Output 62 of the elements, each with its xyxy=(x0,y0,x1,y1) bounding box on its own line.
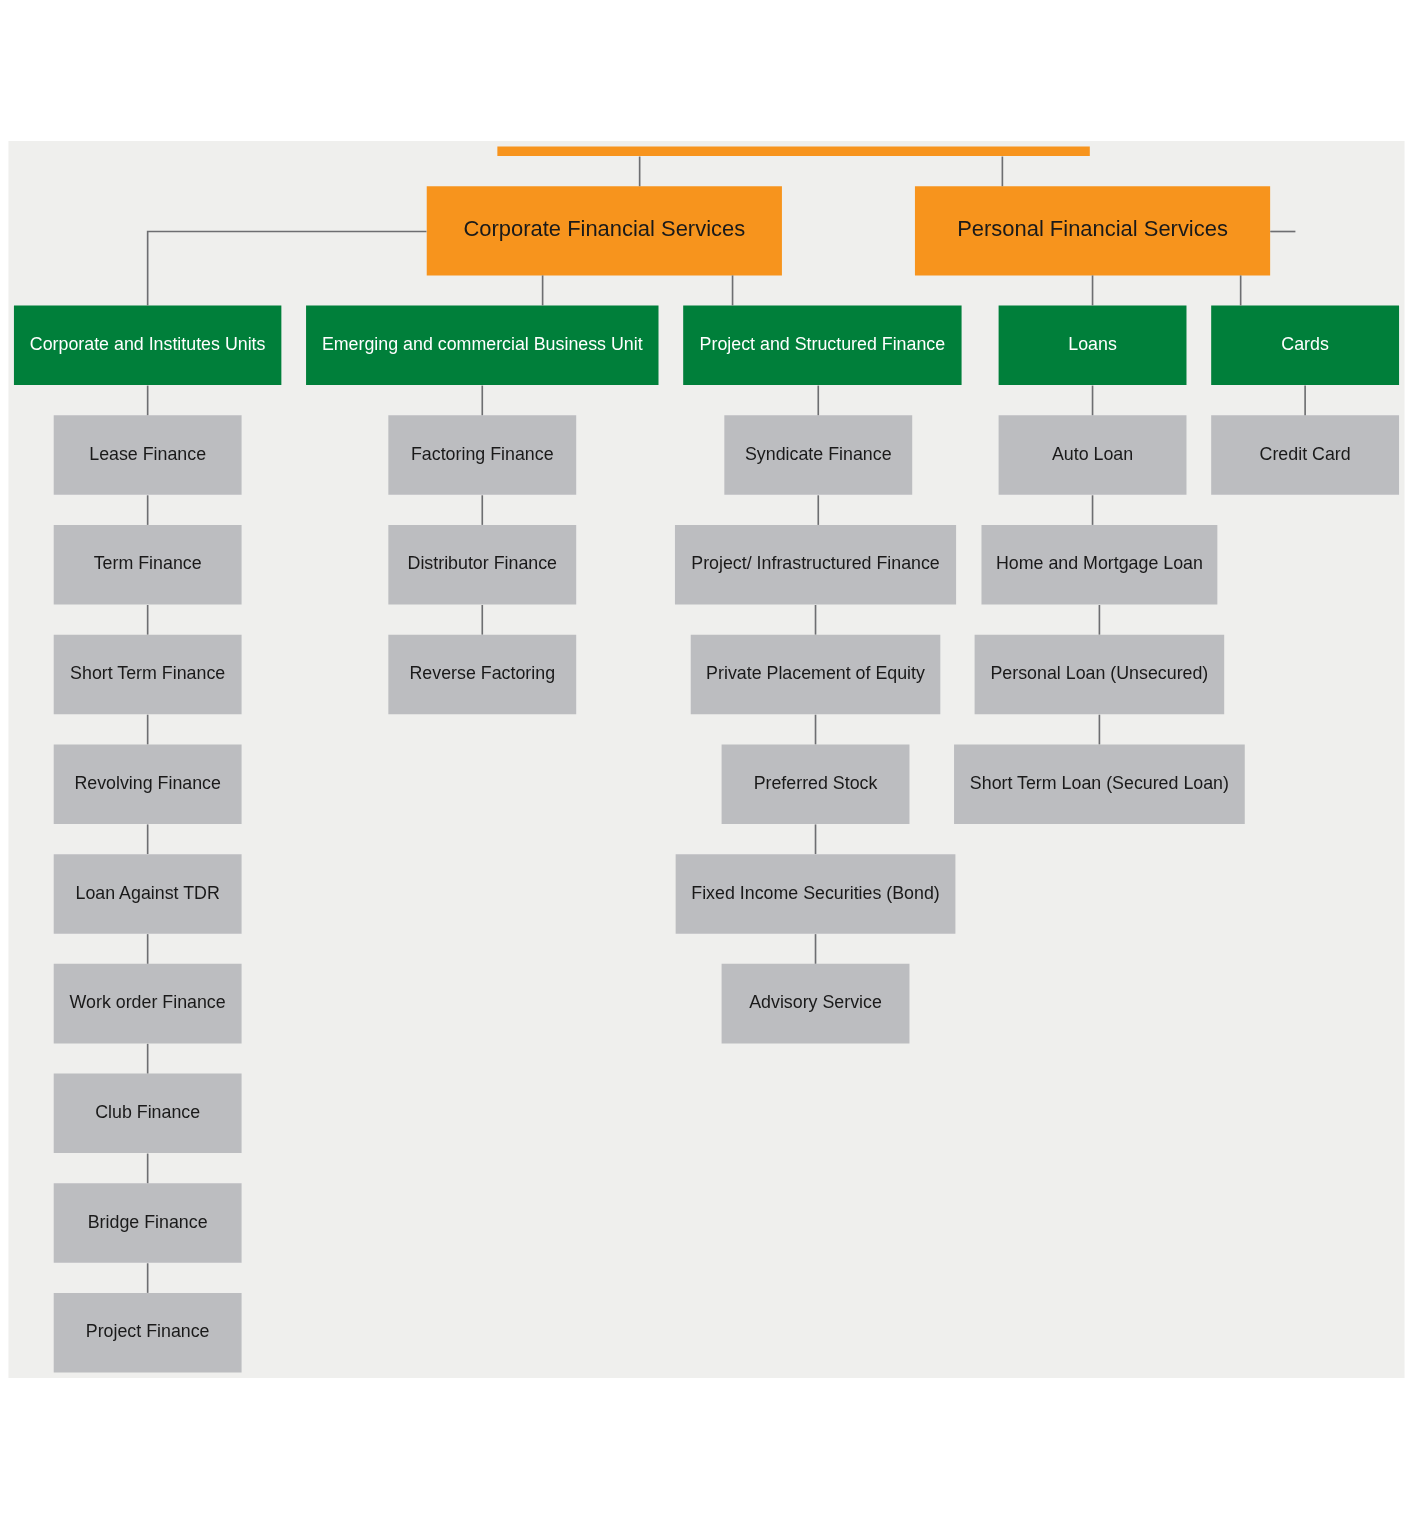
connector xyxy=(1091,494,1094,526)
node-box: Club Finance xyxy=(53,1073,242,1154)
node-box: Auto Loan xyxy=(998,415,1187,495)
node-box: Personal Financial Services xyxy=(914,186,1271,276)
connector xyxy=(817,494,820,526)
node-box: Project Finance xyxy=(53,1292,242,1373)
node-box: Reverse Factoring xyxy=(388,634,577,715)
node-box: Revolving Finance xyxy=(53,744,242,824)
node-box: Private Placement of Equity xyxy=(690,634,941,715)
node-bar xyxy=(497,146,1090,157)
node-box: Preferred Stock xyxy=(721,744,910,824)
connector xyxy=(814,713,817,746)
node-box: Credit Card xyxy=(1211,415,1400,495)
node-box: Fixed Income Securities (Bond) xyxy=(675,854,956,934)
node-box: Distributor Finance xyxy=(388,525,577,605)
connector xyxy=(481,494,484,526)
connector xyxy=(146,823,149,855)
node-box: Cards xyxy=(1211,305,1400,386)
connector xyxy=(146,604,149,636)
connector xyxy=(541,274,544,307)
connector xyxy=(1098,604,1101,636)
connector xyxy=(146,1043,149,1075)
node-box: Factoring Finance xyxy=(388,415,577,495)
node-box: Work order Finance xyxy=(53,963,242,1044)
connector xyxy=(731,274,734,307)
node-box: Short Term Loan (Secured Loan) xyxy=(954,744,1245,824)
node-box: Bridge Finance xyxy=(53,1183,242,1263)
node-box: Project/ Infrastructured Finance xyxy=(674,525,957,605)
node-box: Syndicate Finance xyxy=(724,415,913,495)
connector xyxy=(1239,274,1242,307)
node-box: Loans xyxy=(998,305,1187,386)
node-box: Project and Structured Finance xyxy=(683,305,962,386)
connector xyxy=(146,494,149,526)
connector xyxy=(814,823,817,855)
connector xyxy=(1091,274,1094,307)
connector xyxy=(146,1152,149,1184)
connector xyxy=(146,384,149,417)
connector xyxy=(481,604,484,636)
connector xyxy=(1091,384,1094,417)
node-box: Corporate and Institutes Units xyxy=(13,305,282,386)
node-box: Short Term Finance xyxy=(53,634,242,715)
connector xyxy=(814,933,817,965)
connector xyxy=(146,1262,149,1294)
connector xyxy=(1098,713,1101,746)
node-box: Lease Finance xyxy=(53,415,242,495)
connector xyxy=(146,933,149,965)
node-box: Home and Mortgage Loan xyxy=(981,525,1218,605)
connector xyxy=(481,384,484,417)
connector xyxy=(1304,384,1306,417)
connector xyxy=(1001,155,1004,188)
connector xyxy=(817,384,820,417)
connector xyxy=(638,155,641,188)
connector xyxy=(146,230,428,307)
node-box: Advisory Service xyxy=(721,963,910,1044)
connector xyxy=(814,604,817,636)
connector xyxy=(1269,230,1297,233)
node-box: Term Finance xyxy=(53,525,242,605)
node-box: Emerging and commercial Business Unit xyxy=(306,305,659,386)
node-box: Corporate Financial Services xyxy=(426,186,782,276)
node-box: Loan Against TDR xyxy=(53,854,242,934)
connector xyxy=(146,713,149,746)
node-box: Personal Loan (Unsecured) xyxy=(974,634,1225,715)
